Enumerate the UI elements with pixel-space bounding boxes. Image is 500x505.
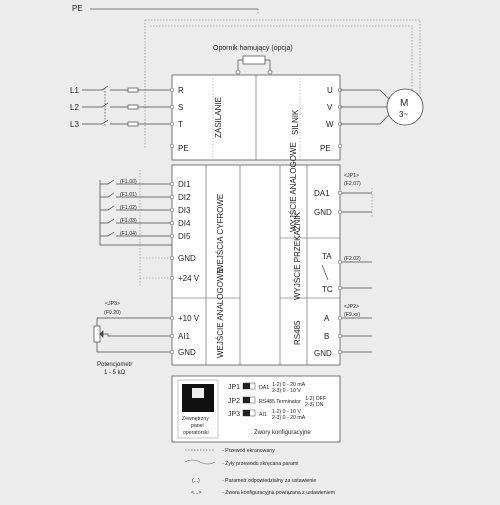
jumper-jp1-opt2: 2-3) 0 - 10 V — [272, 388, 301, 394]
terminal-pe-motor: PE — [320, 144, 331, 153]
param-f104: (F1.04) — [120, 231, 137, 237]
jumper-jp1-opt1: 1-2) 0 - 20 mA — [272, 382, 306, 388]
terminal-di1: DI1 — [178, 180, 191, 189]
shield-line-1 — [145, 19, 421, 95]
rb-terminal — [267, 69, 273, 75]
legend-param: - Parametr odpowiedzialny za ustawienie — [222, 478, 316, 484]
digital-inputs-title: WEJŚCIA CYFROWE — [216, 194, 225, 272]
jumper-jp2-opt2: 2-3) ON — [305, 402, 324, 408]
jumper-blocks — [242, 382, 256, 417]
panel-line1: Zewnętrzny — [182, 416, 209, 422]
terminal-gnd-rs: GND — [314, 349, 332, 358]
terminal-r: R — [178, 86, 184, 95]
digital-input-wiring — [99, 179, 172, 246]
terminal-ta: TA — [322, 252, 332, 261]
supply-terminal-markers — [169, 87, 175, 149]
motor-letter: M — [400, 98, 408, 109]
param-f020: (F0.20) — [104, 310, 121, 316]
param-f9xx: (F9.xx) — [344, 312, 360, 318]
jp1-tag: <JP1> — [344, 173, 359, 179]
jumper-jp3-opt2: 2-3) 0 - 20 mA — [272, 415, 306, 421]
terminal-di2: DI2 — [178, 193, 191, 202]
analog-input-wiring — [93, 317, 172, 353]
jumper-jp1-name: JP1 — [228, 384, 240, 391]
legend-twisted: - Żyły przewodu skręcana parami — [222, 460, 298, 467]
rs485-title: RS485 — [293, 320, 302, 345]
terminal-u: U — [327, 86, 333, 95]
shield-line-2 — [150, 25, 413, 95]
analog-outputs-title: WYJŚCIE ANALOGOWE — [289, 142, 298, 232]
relay-wiring — [321, 261, 372, 289]
terminal-ai1: AI1 — [178, 332, 191, 341]
terminal-b: B — [324, 332, 329, 341]
jumpers-caption: Zwory konfiguracyjne — [254, 430, 311, 436]
jumper-jp2-signal: RS485 Terminator — [259, 399, 301, 405]
param-f103: (F1.03) — [120, 218, 137, 224]
param-f202: (F2.02) — [344, 256, 361, 262]
terminal-da1: DA1 — [314, 189, 330, 198]
braking-resistor-title: Opornik hamujący (opcja) — [213, 45, 293, 52]
line-l2-label: L2 — [70, 103, 79, 112]
analog-inputs-title: WEJŚCIE ANALOGOWE — [216, 268, 225, 358]
terminal-24v: +24 V — [178, 274, 200, 283]
potentiometer-range: 1 - 5 kΩ — [104, 370, 126, 376]
terminal-t: T — [178, 120, 183, 129]
braking-resistor-symbol — [242, 55, 266, 65]
panel-line2: panel — [191, 423, 204, 429]
terminal-gnd-ai: GND — [178, 348, 196, 357]
pe-top-label: PE — [72, 4, 83, 13]
motor-block-title: SILNIK — [291, 109, 300, 135]
right-terminal-markers — [337, 190, 343, 355]
analog-output-wiring — [340, 192, 372, 213]
line-l1-label: L1 — [70, 86, 79, 95]
jumper-jp2-name: JP2 — [228, 398, 240, 405]
param-f100: (F1.00) — [120, 179, 137, 185]
legend-jumper-symbol: <...> — [191, 490, 201, 496]
rs485-wiring — [340, 317, 372, 353]
jumper-jp3-signal: AI1 — [259, 412, 267, 418]
terminal-di3: DI3 — [178, 206, 191, 215]
jumper-jp3-opt1: 1-2) 0 - 10 V — [272, 409, 301, 415]
terminal-10v: +10 V — [178, 314, 200, 323]
legend-shielded: - Przewód ekranowany — [222, 448, 275, 454]
panel-port — [192, 388, 204, 398]
control-block — [171, 164, 341, 366]
terminal-di4: DI4 — [178, 219, 191, 228]
motor-phase: 3~ — [399, 110, 408, 119]
supply-wiring — [82, 85, 172, 127]
terminal-pe-supply: PE — [178, 144, 189, 153]
line-l3-label: L3 — [70, 120, 79, 129]
legend-twisted-symbol — [184, 459, 216, 465]
jp2-tag: <JP2> — [344, 304, 359, 310]
terminal-tc: TC — [322, 285, 333, 294]
digital-terminal-markers — [169, 181, 175, 281]
p-plus-terminal — [235, 69, 241, 75]
param-f102: (F1.02) — [120, 205, 137, 211]
terminal-gnd-da: GND — [314, 208, 332, 217]
terminal-gnd-di: GND — [178, 254, 196, 263]
terminal-s: S — [178, 103, 183, 112]
jp3-tag: <JP3> — [105, 301, 120, 307]
analog-terminal-markers — [169, 315, 175, 355]
terminal-a: A — [324, 314, 330, 323]
jumper-jp3-name: JP3 — [228, 411, 240, 418]
terminal-v: V — [327, 103, 333, 112]
terminal-di5: DI5 — [178, 232, 191, 241]
braking-resistor-leads — [237, 60, 271, 70]
motor-wiring — [340, 89, 391, 125]
legend-jumper: - Zwora konfiguracyjna powiązana z ustaw… — [222, 490, 335, 496]
supply-title: ZASILANIE — [214, 97, 223, 138]
jumper-jp2-opt1: 1-2) OFF — [305, 396, 326, 402]
terminal-w: W — [326, 120, 334, 129]
potentiometer-label: Potencjometr — [97, 362, 132, 368]
panel-line3: operatorski — [183, 430, 209, 436]
param-f101: (F1.01) — [120, 192, 137, 198]
legend-param-symbol: (...) — [192, 478, 200, 484]
jumper-jp1-signal: DA1 — [259, 385, 269, 391]
param-f207: (F2.07) — [344, 181, 361, 187]
relay-title: WYJŚCIE PRZEKAŹNIK — [293, 211, 302, 300]
motor-symbol — [386, 88, 424, 126]
